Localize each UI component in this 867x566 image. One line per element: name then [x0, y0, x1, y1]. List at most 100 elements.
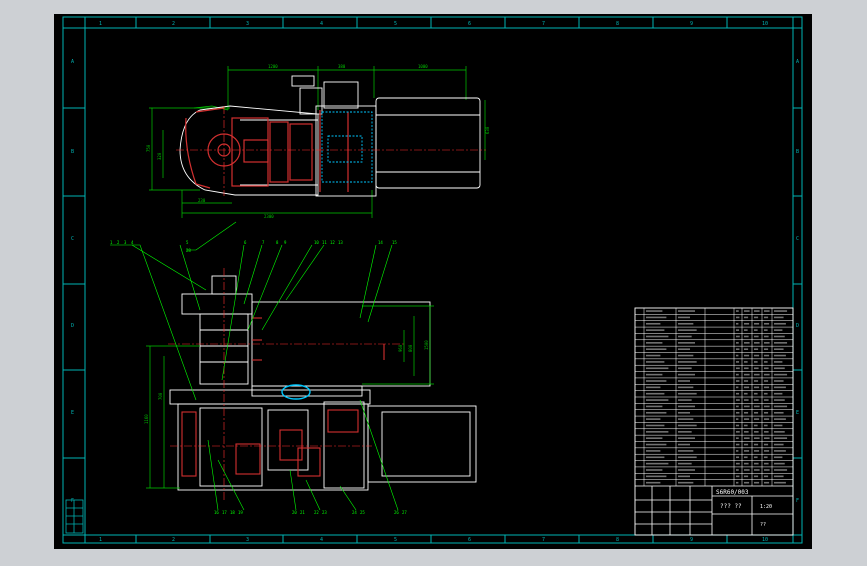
parts-entry-mark [744, 329, 748, 331]
top-dim-5: 630 [485, 126, 490, 134]
parts-entry-mark [754, 475, 759, 478]
parts-entry-mark [744, 373, 750, 376]
parts-entry-mark [736, 342, 739, 344]
parts-entry-mark [646, 481, 661, 484]
zone-top-1: 1 [99, 21, 102, 27]
parts-entry-mark [754, 335, 759, 338]
parts-entry-mark [774, 392, 783, 395]
top-dim-3: 1000 [418, 64, 428, 69]
parts-entry-mark [646, 443, 667, 446]
parts-entry-mark [736, 456, 740, 459]
parts-entry-mark [774, 399, 785, 401]
parts-entry-mark [774, 462, 785, 465]
zone-right-C: C [796, 236, 799, 242]
callout-top-6: 6 [244, 240, 247, 245]
parts-entry-mark [736, 373, 739, 376]
parts-entry-mark [736, 469, 739, 471]
parts-entry-mark [646, 399, 669, 401]
zone-ticks [63, 17, 802, 543]
parts-entry-mark [678, 418, 694, 420]
parts-entry-mark [774, 475, 784, 478]
top-dim-8: 2300 [264, 214, 274, 219]
parts-entry-mark [736, 329, 740, 331]
parts-entry-mark [754, 405, 760, 408]
callout-bottom-16: 16 [214, 510, 219, 515]
parts-entry-mark [744, 431, 749, 433]
parts-entry-mark [744, 450, 750, 452]
parts-entry-mark [678, 462, 692, 465]
parts-entry-mark [754, 443, 759, 446]
zone-bottom-2: 2 [172, 537, 175, 543]
parts-entry-mark [678, 342, 695, 344]
drawing-number: S6R60/003 [716, 489, 749, 496]
callout-top-12: 12 [330, 240, 335, 245]
parts-entry-mark [774, 386, 786, 389]
parts-entry-mark [764, 392, 768, 395]
parts-entry-mark [744, 481, 750, 484]
parts-entry-mark [774, 316, 784, 319]
parts-entry-mark [646, 392, 665, 395]
parts-entry-mark [678, 380, 690, 382]
zone-left-D: D [71, 323, 74, 329]
parts-entry-mark [774, 411, 784, 414]
parts-entry-mark [678, 310, 695, 312]
parts-entry-mark [678, 316, 690, 319]
zone-right-B: B [796, 149, 799, 155]
parts-entry-mark [736, 335, 740, 338]
front-dim-5: 960 [398, 344, 403, 352]
parts-entry-mark [744, 437, 750, 439]
parts-entry-mark [646, 386, 661, 389]
zone-top-4: 4 [320, 21, 323, 27]
parts-entry-mark [646, 411, 667, 414]
parts-entry-mark [754, 354, 760, 357]
parts-entry-mark [678, 424, 697, 427]
zone-top-3: 3 [246, 21, 249, 27]
zone-top-7: 7 [542, 21, 545, 27]
parts-entry-mark [744, 392, 748, 395]
parts-entry-mark [744, 418, 750, 420]
parts-entry-mark [736, 450, 739, 452]
zone-bottom-7: 7 [542, 537, 545, 543]
parts-entry-mark [678, 469, 695, 471]
parts-entry-mark [678, 361, 697, 363]
parts-entry-mark [646, 424, 665, 427]
parts-entry-mark [774, 310, 788, 312]
parts-entry-mark [646, 373, 663, 376]
parts-entry-mark [678, 399, 692, 401]
parts-entry-mark [764, 475, 769, 478]
parts-entry-mark [744, 475, 749, 478]
parts-entry-mark [744, 462, 749, 465]
parts-entry-mark [764, 462, 769, 465]
callout-top-2: 2 [117, 240, 120, 245]
parts-entry-mark [754, 392, 758, 395]
parts-entry-mark [646, 405, 663, 408]
callout-bottom-22: 22 [314, 510, 319, 515]
zone-top-8: 8 [616, 21, 619, 27]
parts-entry-mark [764, 399, 769, 401]
parts-entry-mark [774, 418, 786, 420]
zone-top-6: 6 [468, 21, 471, 27]
parts-entry-mark [744, 335, 749, 338]
parts-entry-mark [774, 361, 783, 363]
parts-entry-mark [764, 456, 768, 459]
parts-entry-mark [764, 322, 770, 325]
parts-entry-mark [774, 329, 783, 331]
parts-entry-mark [764, 443, 769, 446]
parts-entry-mark [646, 329, 665, 331]
parts-entry-mark [774, 373, 788, 376]
zone-right-D: D [796, 323, 799, 329]
parts-entry-mark [774, 405, 788, 408]
front-dim-2: 700 [158, 392, 163, 400]
parts-entry-mark [736, 316, 740, 319]
parts-entry-mark [774, 424, 783, 427]
zone-left-E: E [71, 410, 74, 416]
parts-entry-mark [754, 342, 760, 344]
callout-bottom-28: 28 [186, 248, 191, 253]
parts-entry-mark [678, 329, 697, 331]
parts-entry-mark [764, 481, 770, 484]
parts-entry-mark [754, 456, 758, 459]
parts-entry-mark [774, 431, 785, 433]
parts-entry-mark [736, 310, 739, 312]
